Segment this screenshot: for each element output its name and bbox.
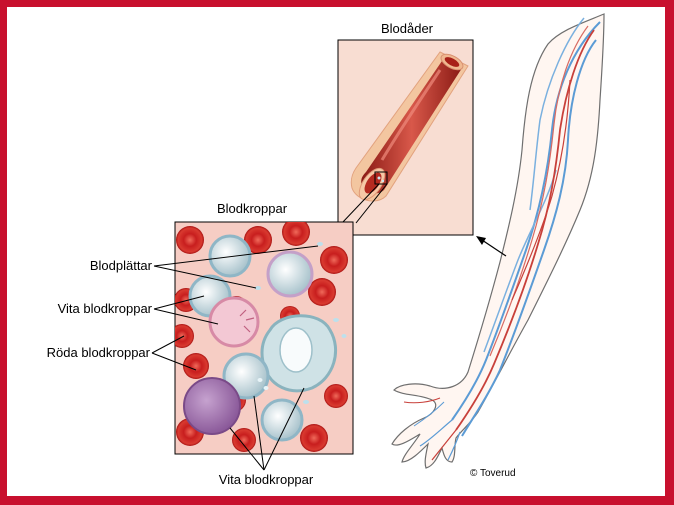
arm-illustration (391, 13, 605, 469)
cells-panel (174, 221, 354, 455)
leader-red-a (151, 335, 185, 354)
leader-platelets-a (153, 245, 319, 267)
cells-panel-title: Blodkroppar (217, 201, 288, 216)
credit-text: © Toverud (470, 468, 516, 479)
leader-white-b (153, 308, 219, 325)
zoom-arrow (476, 236, 507, 257)
leader-bottom-c (263, 387, 305, 471)
vessel-panel (337, 39, 474, 236)
label-platelets: Blodplättar (90, 258, 153, 273)
leader-bottom-a (229, 427, 265, 471)
white-blood-cells (183, 234, 338, 442)
leader-platelets-b (153, 265, 257, 289)
label-white-cells-left: Vita blodkroppar (58, 301, 153, 316)
platelets (255, 242, 347, 404)
leader-bottom-b (253, 395, 265, 471)
leader-white-a (153, 295, 205, 310)
label-red-cells: Röda blodkroppar (47, 345, 151, 360)
zoom-connector-a (341, 183, 380, 224)
leader-red-b (151, 352, 197, 371)
zoom-connector-b (355, 183, 388, 224)
label-white-cells-bottom: Vita blodkroppar (219, 472, 314, 487)
vessel-panel-title: Blodåder (381, 21, 434, 36)
